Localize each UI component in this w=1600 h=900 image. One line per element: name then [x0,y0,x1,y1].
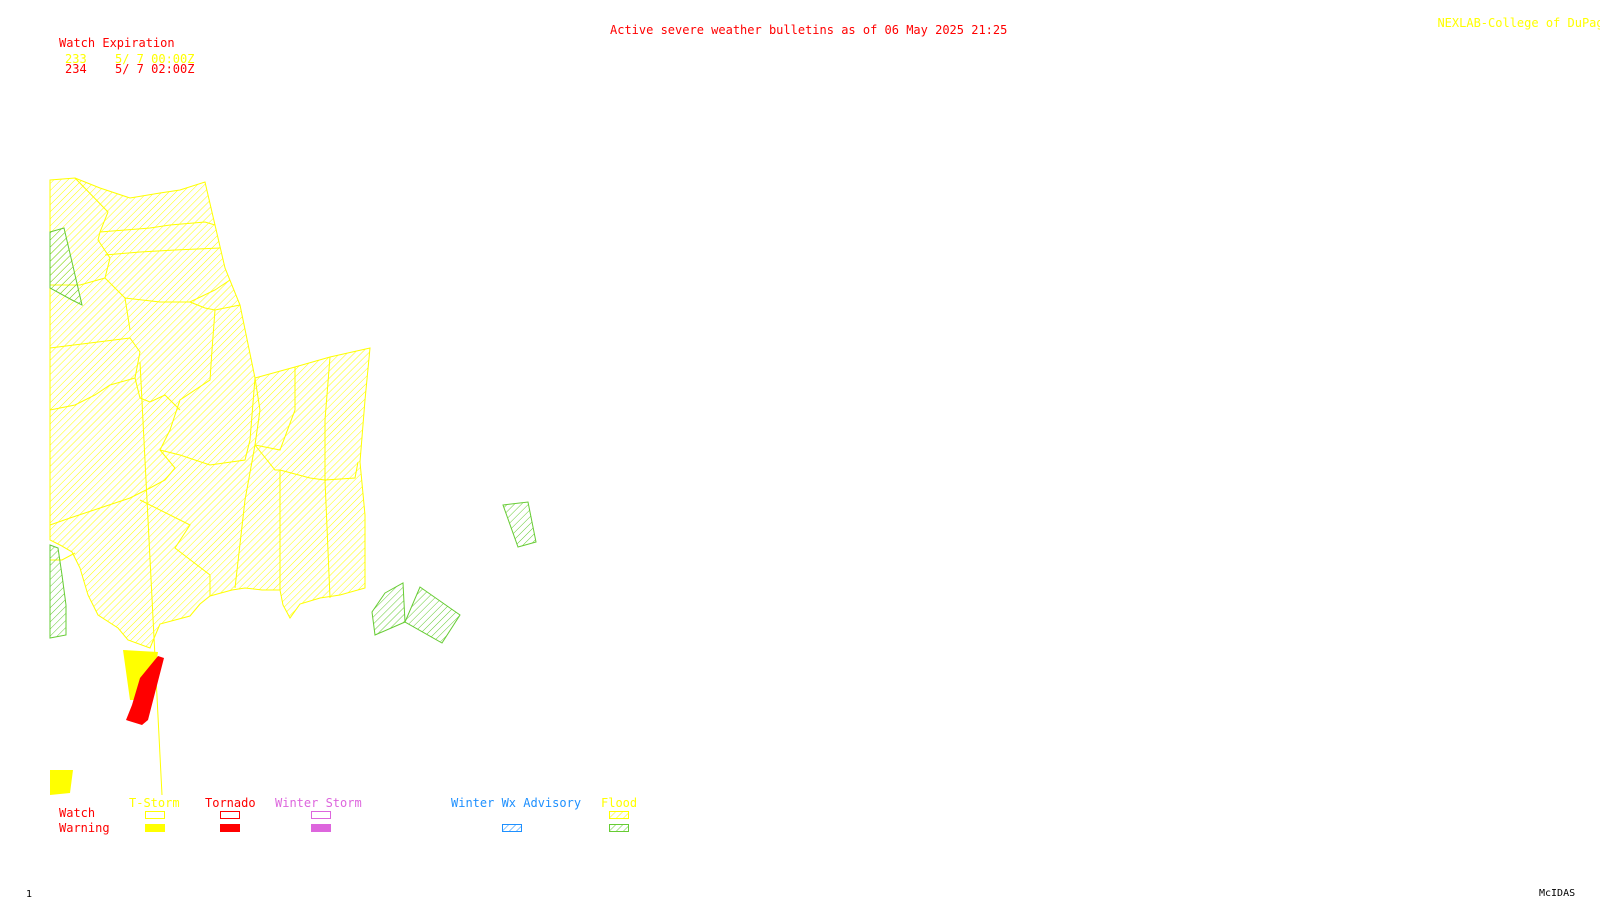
watch-row-number: 234 [65,62,87,76]
winter-wx-advisory-swatch [502,824,522,832]
bulletin-title: Active severe weather bulletins as of 06… [610,23,1008,37]
legend-flood-label: Flood [601,796,638,810]
frame-number: 1 [26,889,33,900]
flood-warning-swatch [609,824,629,832]
legend-winter-wx-advisory-label: Winter Wx Advisory [451,796,582,810]
county-line [139,499,211,596]
county-line [234,444,256,589]
flood-watch-area [49,177,371,649]
flood-watch-region [49,177,371,649]
winter-storm-warning-swatch [311,824,331,832]
winter-storm-watch-swatch [311,811,331,819]
watch-expiration-heading: Watch Expiration [59,36,175,50]
legend-tstorm-label: T-Storm [129,796,180,810]
tornado-warning-swatch [220,824,240,832]
tstorm-warning-swatch [145,824,165,832]
county-line [49,377,136,411]
county-line [189,301,241,311]
county-line [99,221,216,233]
county-line [324,461,359,481]
county-line [254,367,296,451]
watch-row-expires: 5/ 7 00:00Z [115,52,195,66]
legend-row-watch-label: Watch [59,806,96,820]
legend-winter-storm-label: Winter Storm [275,796,362,810]
county-line [74,177,131,331]
county-line [254,356,331,481]
tstorm-warning-area [50,770,73,795]
legend-row-warning-label: Warning [59,821,110,835]
flood-warning-area [49,227,83,306]
tornado-warning-area [126,656,164,725]
credit-label: NEXLAB-College of DuPageR [1423,5,1600,29]
flood-warning-areas [49,227,537,644]
watch-row-expires: 5/ 7 02:00Z [115,62,195,76]
flood-warning-area [49,544,67,639]
credit-text: NEXLAB-College of DuPage [1437,16,1600,30]
flood-watch-swatch [609,811,629,819]
legend-tornado-label: Tornado [205,796,256,810]
tstorm-watch-swatch [145,811,165,819]
watch-row-number: 233 [65,52,87,66]
software-label: McIDAS [1539,888,1576,899]
county-line [49,449,176,526]
flood-warning-area [404,586,461,644]
flood-warning-area [502,501,537,548]
flood-warning-area [371,582,406,636]
tornado-watch-swatch [220,811,240,819]
county-line [104,247,221,256]
boundary-line [139,361,163,796]
county-line [324,479,331,599]
